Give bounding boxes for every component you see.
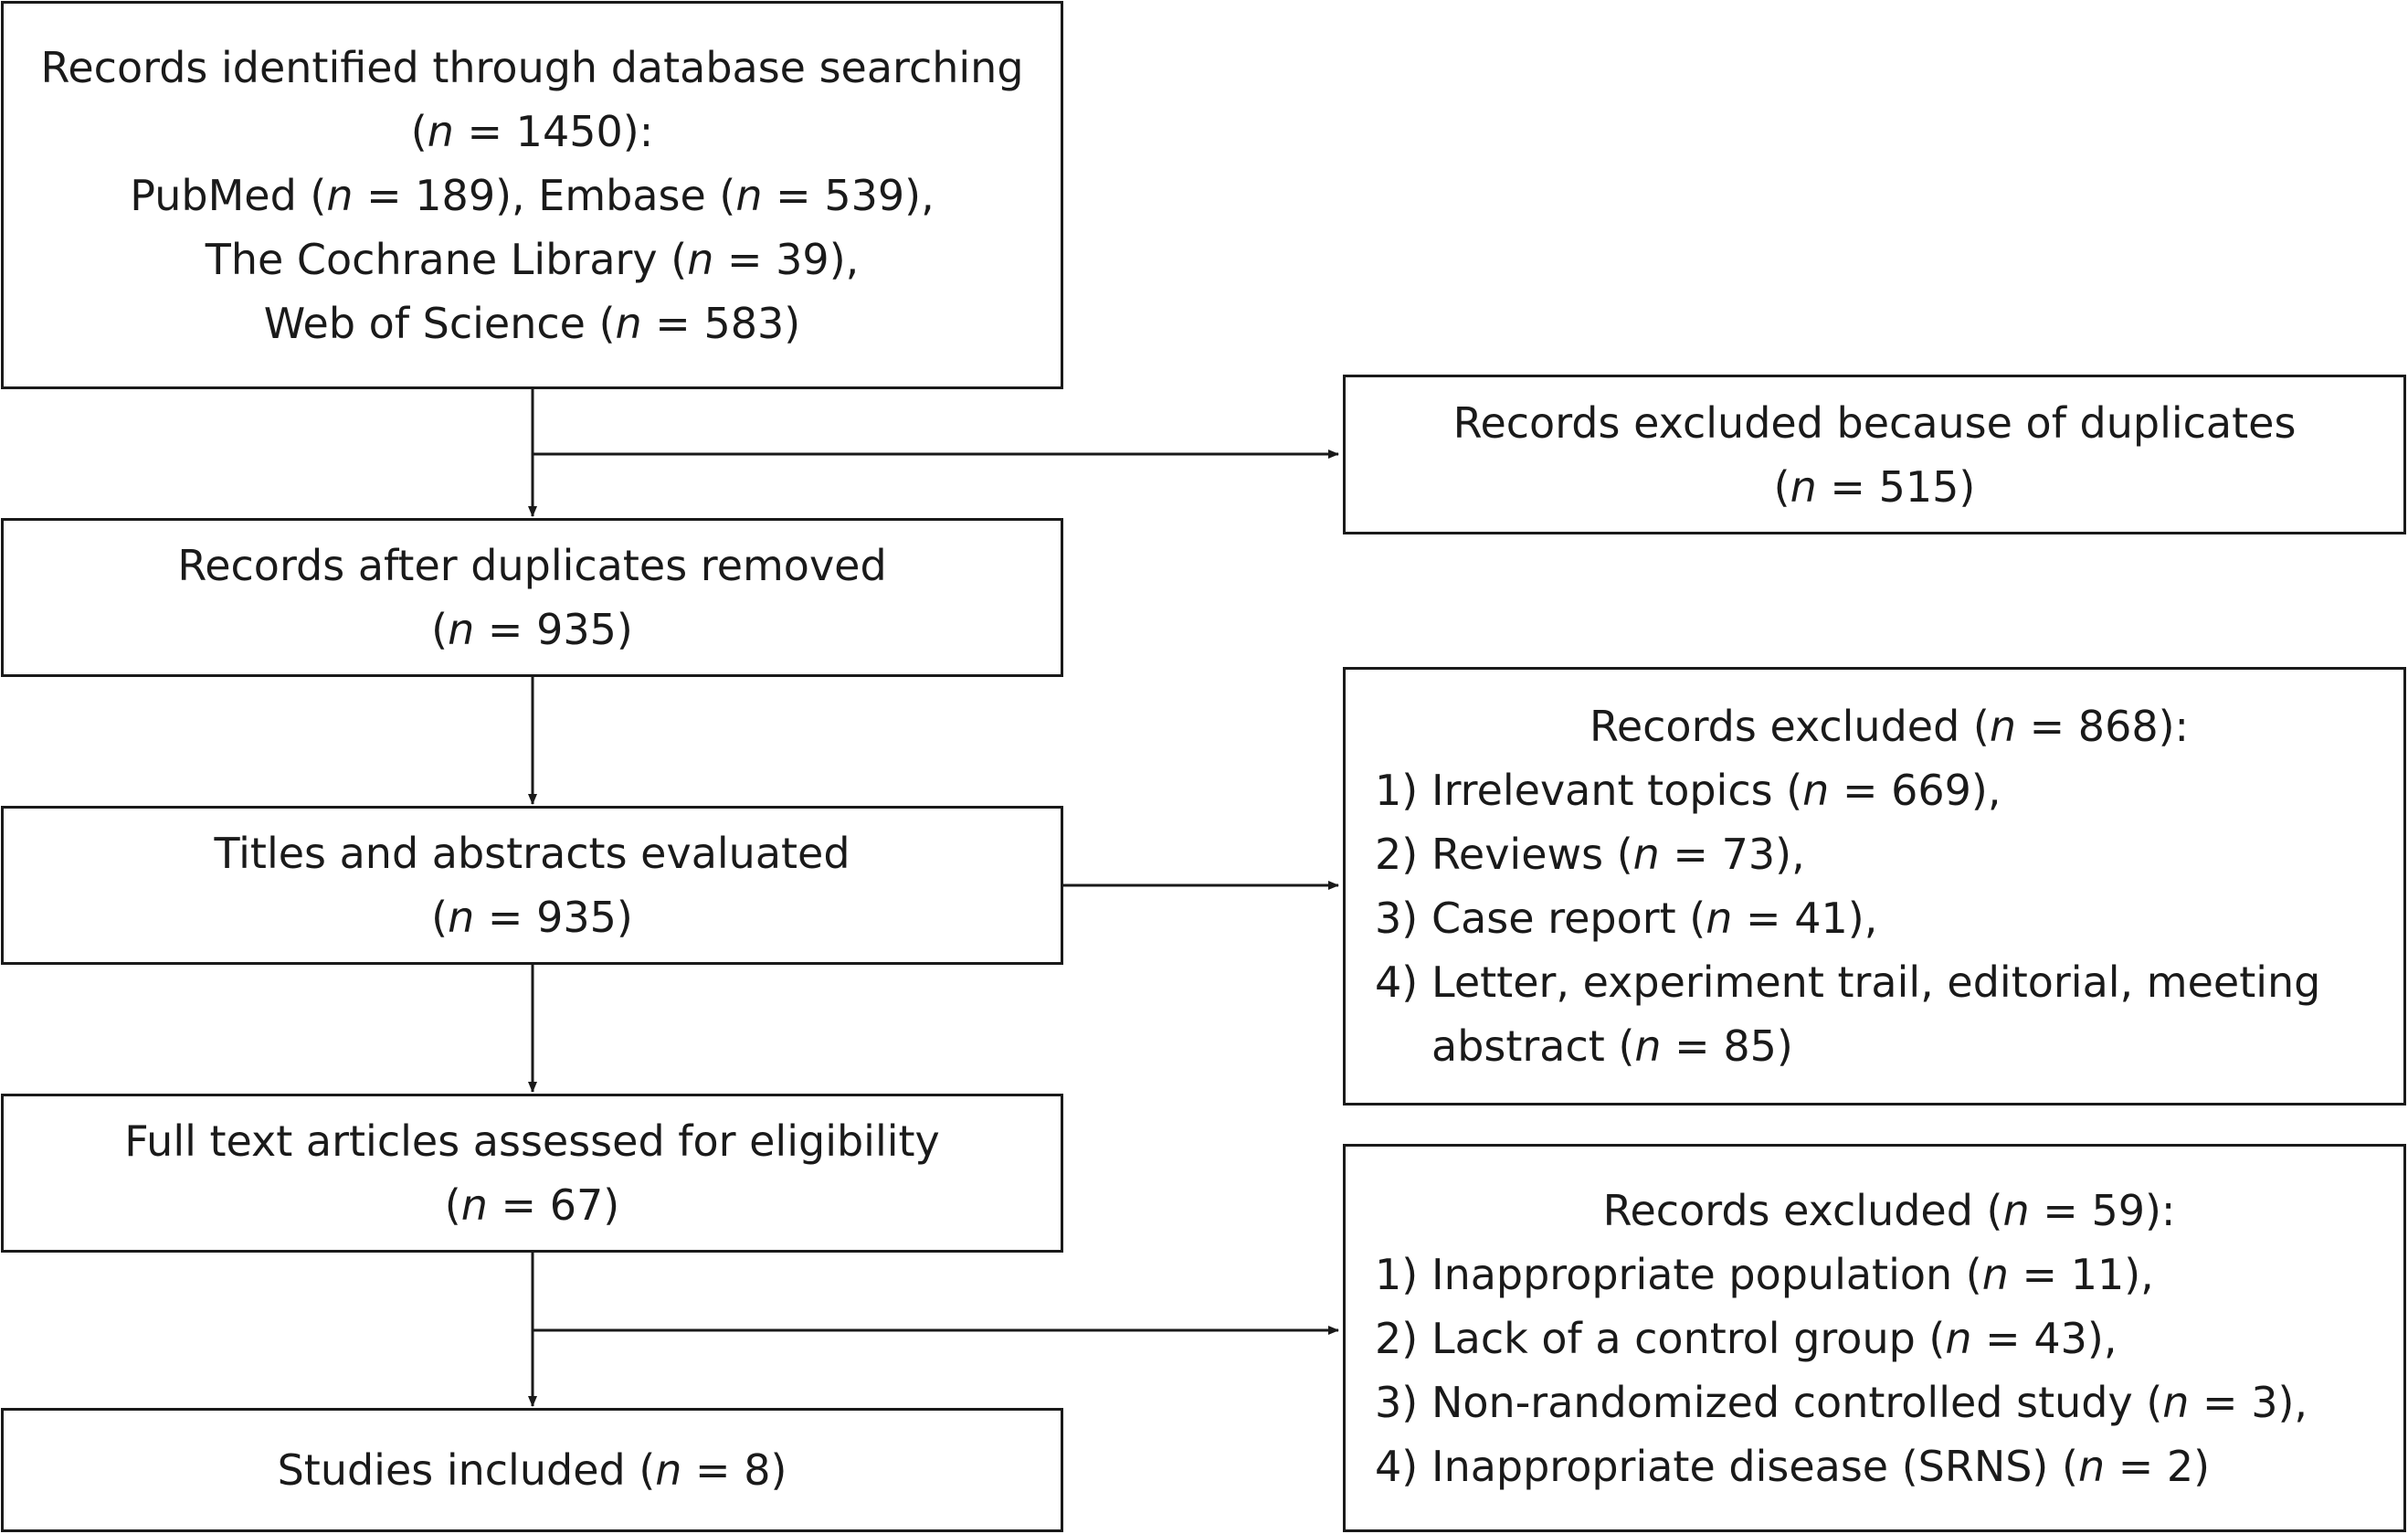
fulltext-excluded-box: Records excluded (n = 59): 1)Inappropria… (1343, 1144, 2406, 1532)
included-box: Studies included (n = 8) (1, 1408, 1063, 1532)
list-item: 3)Case report (n = 41), (1375, 894, 1878, 943)
after-duplicates-line-1: Records after duplicates removed (177, 541, 887, 590)
after-duplicates-box: Records after duplicates removed (n = 93… (1, 518, 1063, 677)
identified-line-5: Web of Science (n = 583) (263, 298, 801, 348)
duplicates-excluded-line-2: (n = 515) (1773, 461, 1976, 512)
identified-box: Records identified through database sear… (1, 1, 1063, 389)
full-text-line-1: Full text articles assessed for eligibil… (124, 1116, 940, 1166)
included-line-1: Studies included (n = 8) (277, 1445, 787, 1495)
duplicates-excluded-box: Records excluded because of duplicates (… (1343, 375, 2406, 534)
list-item: 1)Irrelevant topics (n = 669), (1375, 766, 2001, 815)
after-duplicates-line-2: (n = 935) (431, 605, 633, 654)
identified-line-1: Records identified through database sear… (40, 42, 1024, 92)
identified-line-3: PubMed (n = 189), Embase (n = 539), (130, 170, 935, 220)
list-item: 4)Inappropriate disease (SRNS) (n = 2) (1375, 1441, 2211, 1491)
screen-excluded-box: Records excluded (n = 868): 1)Irrelevant… (1343, 667, 2406, 1106)
full-text-box: Full text articles assessed for eligibil… (1, 1094, 1063, 1253)
screened-line-2: (n = 935) (431, 893, 633, 942)
list-item: 3)Non-randomized controlled study (n = 3… (1375, 1377, 2308, 1427)
identified-line-2: (n = 1450): (410, 106, 654, 156)
full-text-line-2: (n = 67) (444, 1180, 620, 1230)
screen-excluded-heading: Records excluded (n = 868): (1589, 702, 2190, 751)
duplicates-excluded-line-1: Records excluded because of duplicates (1452, 397, 2297, 448)
identified-line-4: The Cochrane Library (n = 39), (205, 234, 860, 284)
list-item: 2)Lack of a control group (n = 43), (1375, 1313, 2118, 1363)
screened-box: Titles and abstracts evaluated (n = 935) (1, 806, 1063, 965)
screened-line-1: Titles and abstracts evaluated (214, 829, 850, 878)
list-item: 1)Inappropriate population (n = 11), (1375, 1249, 2154, 1299)
fulltext-excluded-heading: Records excluded (n = 59): (1602, 1185, 2176, 1235)
list-item: 2)Reviews (n = 73), (1375, 830, 1805, 879)
list-item: 4)Letter, experiment trail, editorial, m… (1375, 957, 2321, 1071)
